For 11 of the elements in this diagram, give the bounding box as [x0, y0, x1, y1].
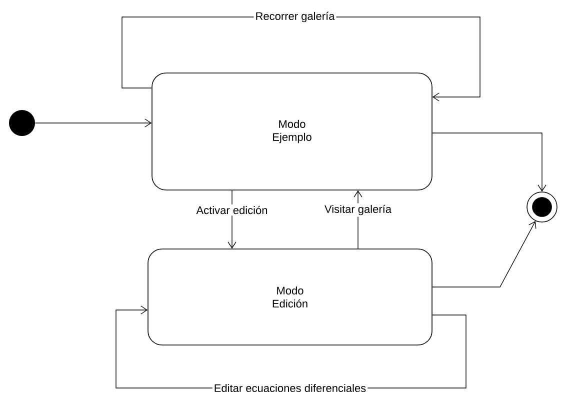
arrow [432, 132, 546, 192]
edge-label: Visitar galería [322, 203, 394, 217]
edge-label: Editar ecuaciones diferenciales [212, 382, 368, 394]
edge-label: Recorrer galería [254, 10, 336, 24]
arrow [34, 118, 152, 128]
state-box: Modo Edición [148, 248, 432, 346]
arrow [432, 220, 536, 288]
state-box: Modo Ejemplo [152, 72, 432, 190]
edge-label: Activar edición [194, 204, 270, 216]
initial-state-dot [9, 110, 35, 136]
final-state-symbol [526, 192, 558, 222]
